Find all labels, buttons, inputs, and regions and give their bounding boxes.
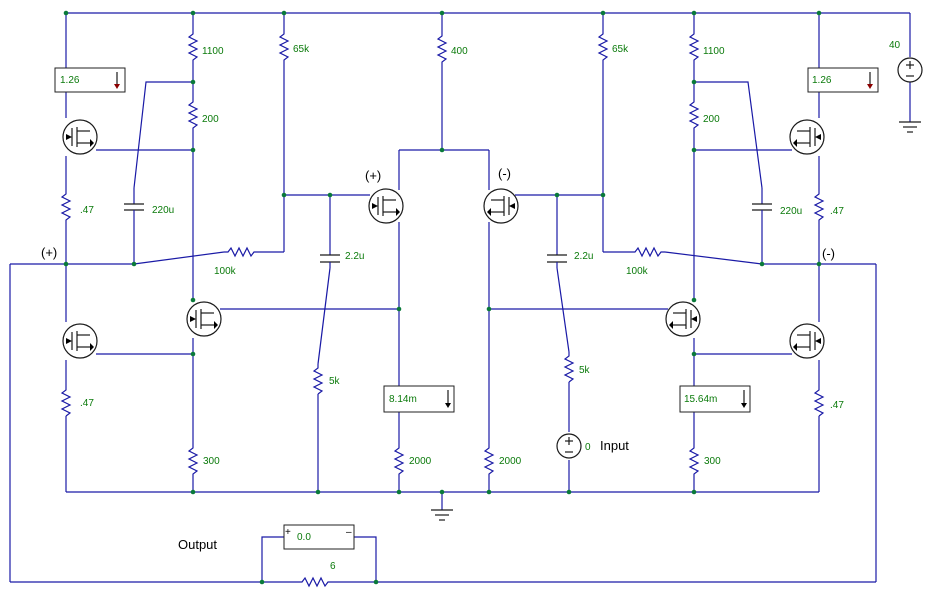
label-r5k-left: 5k: [329, 376, 341, 387]
label-r047-left-top: .47: [80, 205, 94, 216]
mosfet-icon: [62, 323, 98, 359]
resistor-icon: [312, 364, 324, 395]
label-r400: 400: [451, 46, 468, 57]
capacitor-icon: [124, 188, 144, 224]
resistor-icon: [597, 30, 609, 64]
label-c22u-left: 2.2u: [345, 251, 364, 262]
dc-source-icon: [897, 57, 923, 83]
resistor-icon: [813, 386, 825, 417]
meter-left-mid: 8.14m: [383, 385, 455, 413]
meter-value: 0.0: [297, 532, 311, 543]
label-r1100-left: 1100: [202, 46, 224, 57]
ground-icon: [899, 121, 921, 133]
label-r100k-left: 100k: [214, 266, 237, 277]
meter-right-mid: 15.64m: [679, 385, 751, 413]
resistor-icon: [278, 30, 290, 64]
meter-right-top: 1.26: [807, 67, 879, 93]
label-r6: 6: [330, 561, 336, 572]
resistor-icon: [296, 576, 340, 588]
label-c220u-right: 220u: [780, 206, 802, 217]
label-input: Input: [600, 438, 629, 453]
capacitor-icon: [320, 250, 340, 268]
label-r65k-right: 65k: [612, 44, 629, 55]
capacitor-icon: [752, 188, 772, 224]
resistor-icon: [688, 98, 700, 132]
resistor-icon: [224, 246, 258, 258]
label-v40: 40: [889, 40, 901, 51]
meter-arrow-icon: [867, 72, 873, 89]
meter-value: 1.26: [812, 75, 832, 86]
resistor-icon: [187, 444, 199, 476]
resistor-icon: [688, 30, 700, 64]
resistor-icon: [60, 190, 72, 224]
label-r5k-right: 5k: [579, 365, 591, 376]
label-r2000-left: 2000: [409, 456, 432, 467]
resistor-icon: [393, 444, 405, 476]
label-r65k-left: 65k: [293, 44, 310, 55]
label-r047-right-bot: .47: [830, 400, 844, 411]
label-plus-left: (+): [41, 245, 57, 260]
resistor-icon: [813, 190, 825, 224]
resistor-icon: [60, 386, 72, 417]
mosfet-icon: [186, 301, 222, 337]
resistor-icon: [187, 98, 199, 132]
label-r2000-right: 2000: [499, 456, 522, 467]
junctions: [63, 10, 822, 585]
label-v-input: 0: [585, 442, 591, 453]
capacitor-icon: [547, 250, 567, 268]
meter-arrow-icon: [114, 72, 120, 89]
label-c220u-left: 220u: [152, 205, 174, 216]
label-output: Output: [178, 537, 217, 552]
resistor-icon: [187, 30, 199, 64]
capacitors: [124, 188, 772, 268]
label-r047-left-bot: .47: [80, 398, 94, 409]
resistor-icon: [483, 444, 495, 476]
label-c22u-right: 2.2u: [574, 251, 593, 262]
meter-left-top: 1.26: [54, 67, 126, 93]
meter-value: 8.14m: [389, 394, 417, 405]
wires: [9, 12, 911, 583]
label-r047-right-top: .47: [830, 206, 844, 217]
label-r200-left: 200: [202, 114, 219, 125]
mosfet-icon: [62, 119, 98, 155]
svg-text:+: +: [285, 527, 291, 538]
label-r200-right: 200: [703, 114, 720, 125]
resistor-icon: [631, 246, 665, 258]
ground-icon: [431, 509, 453, 521]
mosfets: [62, 119, 825, 359]
mosfet-icon: [368, 188, 404, 224]
label-r1100-right: 1100: [703, 46, 725, 57]
resistor-icon: [563, 352, 575, 383]
labels: 1100 65k 400 65k 1100 40 200 200 220u 22…: [41, 40, 901, 572]
dc-source-icon: [556, 433, 582, 459]
meter-value: 15.64m: [684, 394, 717, 405]
resistor-icon: [688, 444, 700, 476]
mosfet-icon: [789, 119, 825, 155]
label-r100k-right: 100k: [626, 266, 649, 277]
label-r300-left: 300: [203, 456, 220, 467]
label-r300-right: 300: [704, 456, 721, 467]
meter-value: 1.26: [60, 75, 80, 86]
mosfet-icon: [789, 323, 825, 359]
resistor-icon: [436, 32, 448, 64]
label-minus-right: (-): [822, 246, 835, 261]
svg-text:–: –: [346, 527, 352, 538]
mosfet-icon: [483, 188, 519, 224]
meter-output: 0.0 + –: [283, 524, 355, 550]
meter-arrow-icon: [741, 390, 747, 408]
resistors: [60, 30, 825, 588]
label-minus-mid: (-): [498, 166, 511, 181]
label-plus-mid: (+): [365, 168, 381, 183]
mosfet-icon: [665, 301, 701, 337]
meter-arrow-icon: [445, 390, 451, 408]
